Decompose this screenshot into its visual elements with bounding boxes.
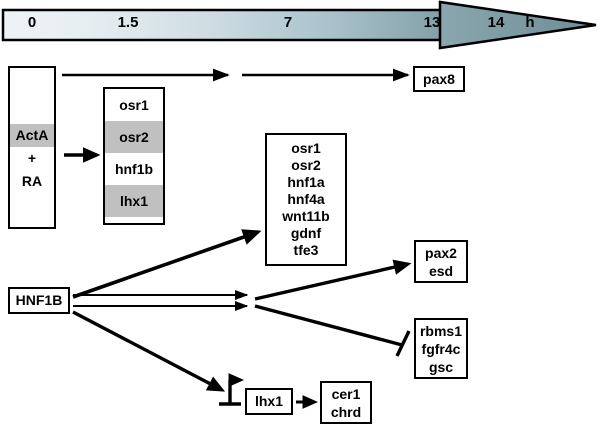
edge-fork-to-rbms1-bar <box>395 330 411 357</box>
fgfr4c-label: fgfr4c <box>421 340 461 357</box>
timeline-tick-13: 13 <box>423 14 441 31</box>
stimulus-line-acta: ActA <box>10 124 54 147</box>
esd-label: esd <box>428 262 454 279</box>
rbms1-box[interactable]: rbms1 fgfr4c gsc <box>414 318 468 379</box>
timeline-tick-7: 7 <box>283 14 293 31</box>
cer1-label: cer1 <box>331 385 361 402</box>
hnf1b-label: HNF1B <box>15 292 63 308</box>
edge-fork-to-rbms1 <box>254 304 403 347</box>
lhx1-box[interactable]: lhx1 <box>245 388 293 415</box>
stimulus-line-plus: + <box>27 150 37 166</box>
chrd-label: chrd <box>330 403 362 420</box>
timeline <box>1 0 597 50</box>
early-gene-osr2: osr2 <box>105 121 163 153</box>
edge-fork-to-pax2 <box>254 259 412 301</box>
edge-hnf1b-to-lhx1-promoter <box>72 310 226 392</box>
early-gene-osr1: osr1 <box>119 97 149 113</box>
target-gene-tfe3: tfe3 <box>293 242 319 258</box>
cer1-chrd-box[interactable]: cer1 chrd <box>320 381 372 424</box>
timeline-shaft <box>1 8 460 42</box>
timeline-arrowhead <box>438 0 597 50</box>
stimulus-line-ra: RA <box>21 173 43 189</box>
stimulus-box[interactable]: ActA + RA <box>8 66 56 229</box>
rbms1-label: rbms1 <box>419 322 463 339</box>
timeline-unit-label: h <box>525 14 535 31</box>
lhx1-label: lhx1 <box>254 393 283 409</box>
target-gene-osr1: osr1 <box>291 140 321 156</box>
target-gene-box[interactable]: osr1 osr2 hnf1a hnf4a wnt11b gdnf tfe3 <box>265 133 347 266</box>
timeline-tick-14: 14 <box>487 14 505 31</box>
pax8-label: pax8 <box>423 70 455 87</box>
target-gene-osr2: osr2 <box>291 157 321 173</box>
gsc-label: gsc <box>428 358 454 375</box>
early-gene-box[interactable]: osr1 osr2 hnf1b lhx1 <box>103 87 165 225</box>
timeline-tick-0: 0 <box>27 14 37 31</box>
timeline-tick-1_5: 1.5 <box>117 14 139 31</box>
pax2-label: pax2 <box>425 244 457 261</box>
pax8-box[interactable]: pax8 <box>413 66 465 92</box>
target-gene-wnt11b: wnt11b <box>282 208 330 224</box>
pax2-esd-box[interactable]: pax2 esd <box>414 240 468 283</box>
early-gene-lhx1: lhx1 <box>105 185 163 217</box>
edge-hnf1b-to-targets <box>72 229 262 299</box>
target-gene-hnf1a: hnf1a <box>287 174 325 190</box>
target-gene-hnf4a: hnf4a <box>287 191 325 207</box>
hnf1b-box[interactable]: HNF1B <box>8 287 70 314</box>
target-gene-gdnf: gdnf <box>290 225 322 241</box>
early-gene-hnf1b: hnf1b <box>114 161 154 177</box>
